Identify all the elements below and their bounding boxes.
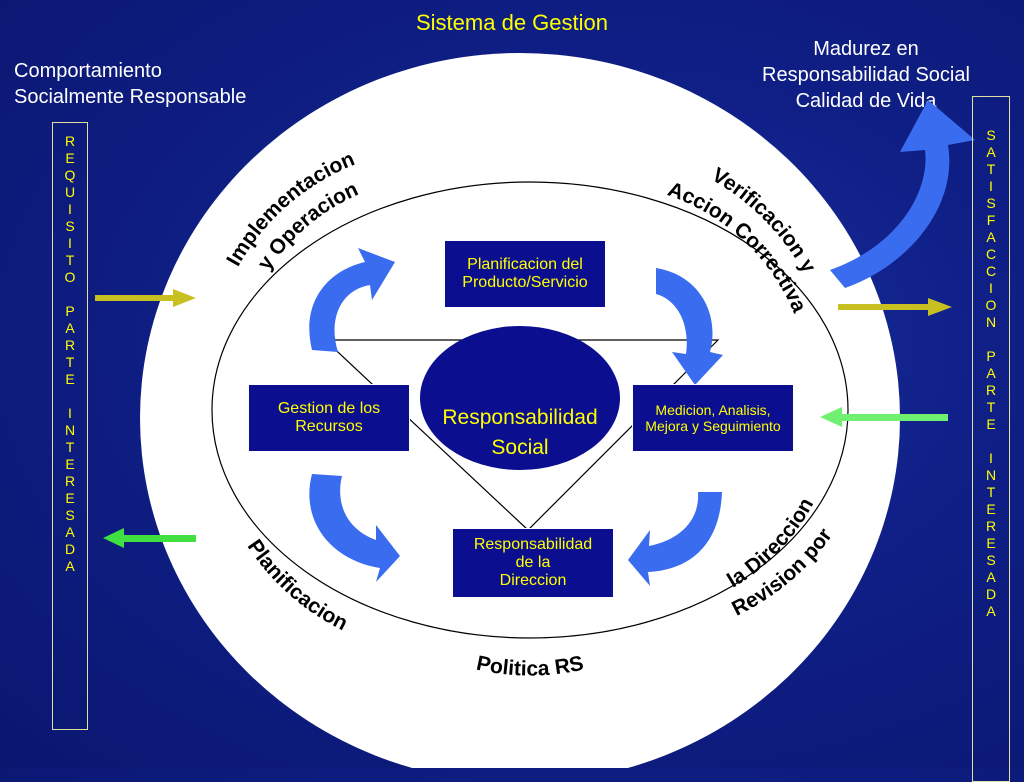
column-letter: C	[985, 246, 997, 262]
box-responsabilidad-direccion: Responsabilidad de la Direccion	[452, 528, 614, 598]
box-right-line2: Mejora y Seguimiento	[645, 418, 781, 434]
column-letter: P	[65, 303, 75, 319]
cycle-arrows	[309, 100, 975, 586]
column-letter: S	[986, 127, 996, 143]
column-letter: R	[985, 382, 997, 398]
box-left-line1: Gestion de los	[277, 400, 381, 417]
curved-arrow-bottom-right-icon	[628, 492, 722, 586]
box-bottom-line1: Responsabilidad	[473, 536, 593, 553]
column-letter: I	[989, 178, 993, 194]
column-letter: O	[985, 297, 997, 313]
column-letter: I	[68, 235, 72, 251]
column-letter: I	[68, 405, 72, 421]
column-letter: T	[65, 439, 75, 455]
column-letter: E	[986, 501, 996, 517]
column-letter: T	[986, 484, 996, 500]
column-letter: N	[64, 422, 76, 438]
right-header-label: Madurez en Responsabilidad Social Calida…	[726, 36, 1006, 114]
center-circle	[420, 326, 620, 470]
column-letter: E	[65, 456, 75, 472]
box-planificacion-producto: Planificacion del Producto/Servicio	[444, 240, 606, 308]
arrow-in-left-icon	[95, 289, 196, 307]
column-letter: D	[985, 586, 997, 602]
column-letter: T	[986, 161, 996, 177]
box-top-line2: Producto/Servicio	[462, 274, 588, 291]
column-letter: S	[986, 552, 996, 568]
box-bottom-line2: de la	[515, 554, 551, 571]
box-right-line1: Medicion, Analisis,	[655, 402, 771, 418]
center-line2: Social	[491, 436, 548, 459]
column-letter: N	[985, 314, 997, 330]
side-arrows	[95, 289, 952, 548]
column-letter: E	[986, 535, 996, 551]
column-letter: A	[65, 524, 75, 540]
column-letter: P	[986, 348, 996, 364]
column-letter: Q	[64, 167, 76, 183]
column-letter: T	[65, 354, 75, 370]
column-letter: R	[64, 337, 76, 353]
column-letter	[53, 388, 87, 405]
curved-arrow-top-left-icon	[309, 248, 395, 352]
left-header-line2: Socialmente Responsable	[14, 86, 247, 108]
curved-arrow-bottom-left-icon	[309, 474, 400, 582]
column-letter	[973, 433, 1009, 450]
arrow-out-left-icon	[103, 528, 196, 548]
column-letter: O	[64, 269, 76, 285]
column-letter: A	[986, 365, 996, 381]
diagram-title: Sistema de Gestion	[416, 10, 608, 35]
column-letter: E	[65, 150, 75, 166]
column-letter: E	[986, 416, 996, 432]
column-letter: U	[64, 184, 76, 200]
column-letter: D	[64, 541, 76, 557]
column-letter: R	[64, 133, 76, 149]
column-letter: T	[65, 252, 75, 268]
left-header-line1: Comportamiento	[14, 60, 162, 82]
center-line1: Responsabilidad	[442, 406, 597, 429]
right-header-line1: Madurez en	[813, 38, 919, 60]
right-header-line2: Responsabilidad Social	[762, 64, 970, 86]
arrow-in-right-icon	[820, 407, 948, 427]
column-letter: S	[65, 507, 75, 523]
left-header-label: Comportamiento Socialmente Responsable	[14, 58, 246, 110]
column-letter: N	[985, 467, 997, 483]
column-letter: I	[989, 280, 993, 296]
column-letter: S	[986, 195, 996, 211]
column-letter: I	[68, 201, 72, 217]
column-letter: A	[65, 320, 75, 336]
column-letter: I	[989, 450, 993, 466]
column-letter: A	[986, 569, 996, 585]
satisfaction-big-arrow-icon	[830, 100, 975, 288]
column-letter: R	[64, 473, 76, 489]
column-letter: T	[986, 399, 996, 415]
curved-arrow-top-right-icon	[656, 268, 723, 385]
column-letter: A	[986, 603, 996, 619]
inner-ring	[211, 181, 849, 639]
column-letter: A	[65, 558, 75, 574]
box-left-line2: Recursos	[295, 418, 363, 435]
column-letter	[973, 331, 1009, 348]
column-letter: F	[986, 212, 996, 228]
arrow-out-right-icon	[838, 298, 952, 316]
column-letter: C	[985, 263, 997, 279]
column-letter: E	[65, 371, 75, 387]
column-letter: E	[65, 490, 75, 506]
box-medicion-analisis: Medicion, Analisis, Mejora y Seguimiento	[632, 384, 794, 452]
column-letter: S	[65, 218, 75, 234]
column-letter: A	[986, 144, 996, 160]
column-letter: A	[986, 229, 996, 245]
right-header-line3: Calidad de Vida	[795, 90, 937, 112]
box-top-line1: Planificacion del	[467, 256, 583, 273]
column-letter	[53, 286, 87, 303]
box-bottom-line3: Direccion	[499, 572, 567, 589]
box-gestion-recursos: Gestion de los Recursos	[248, 384, 410, 452]
column-letter: R	[985, 518, 997, 534]
